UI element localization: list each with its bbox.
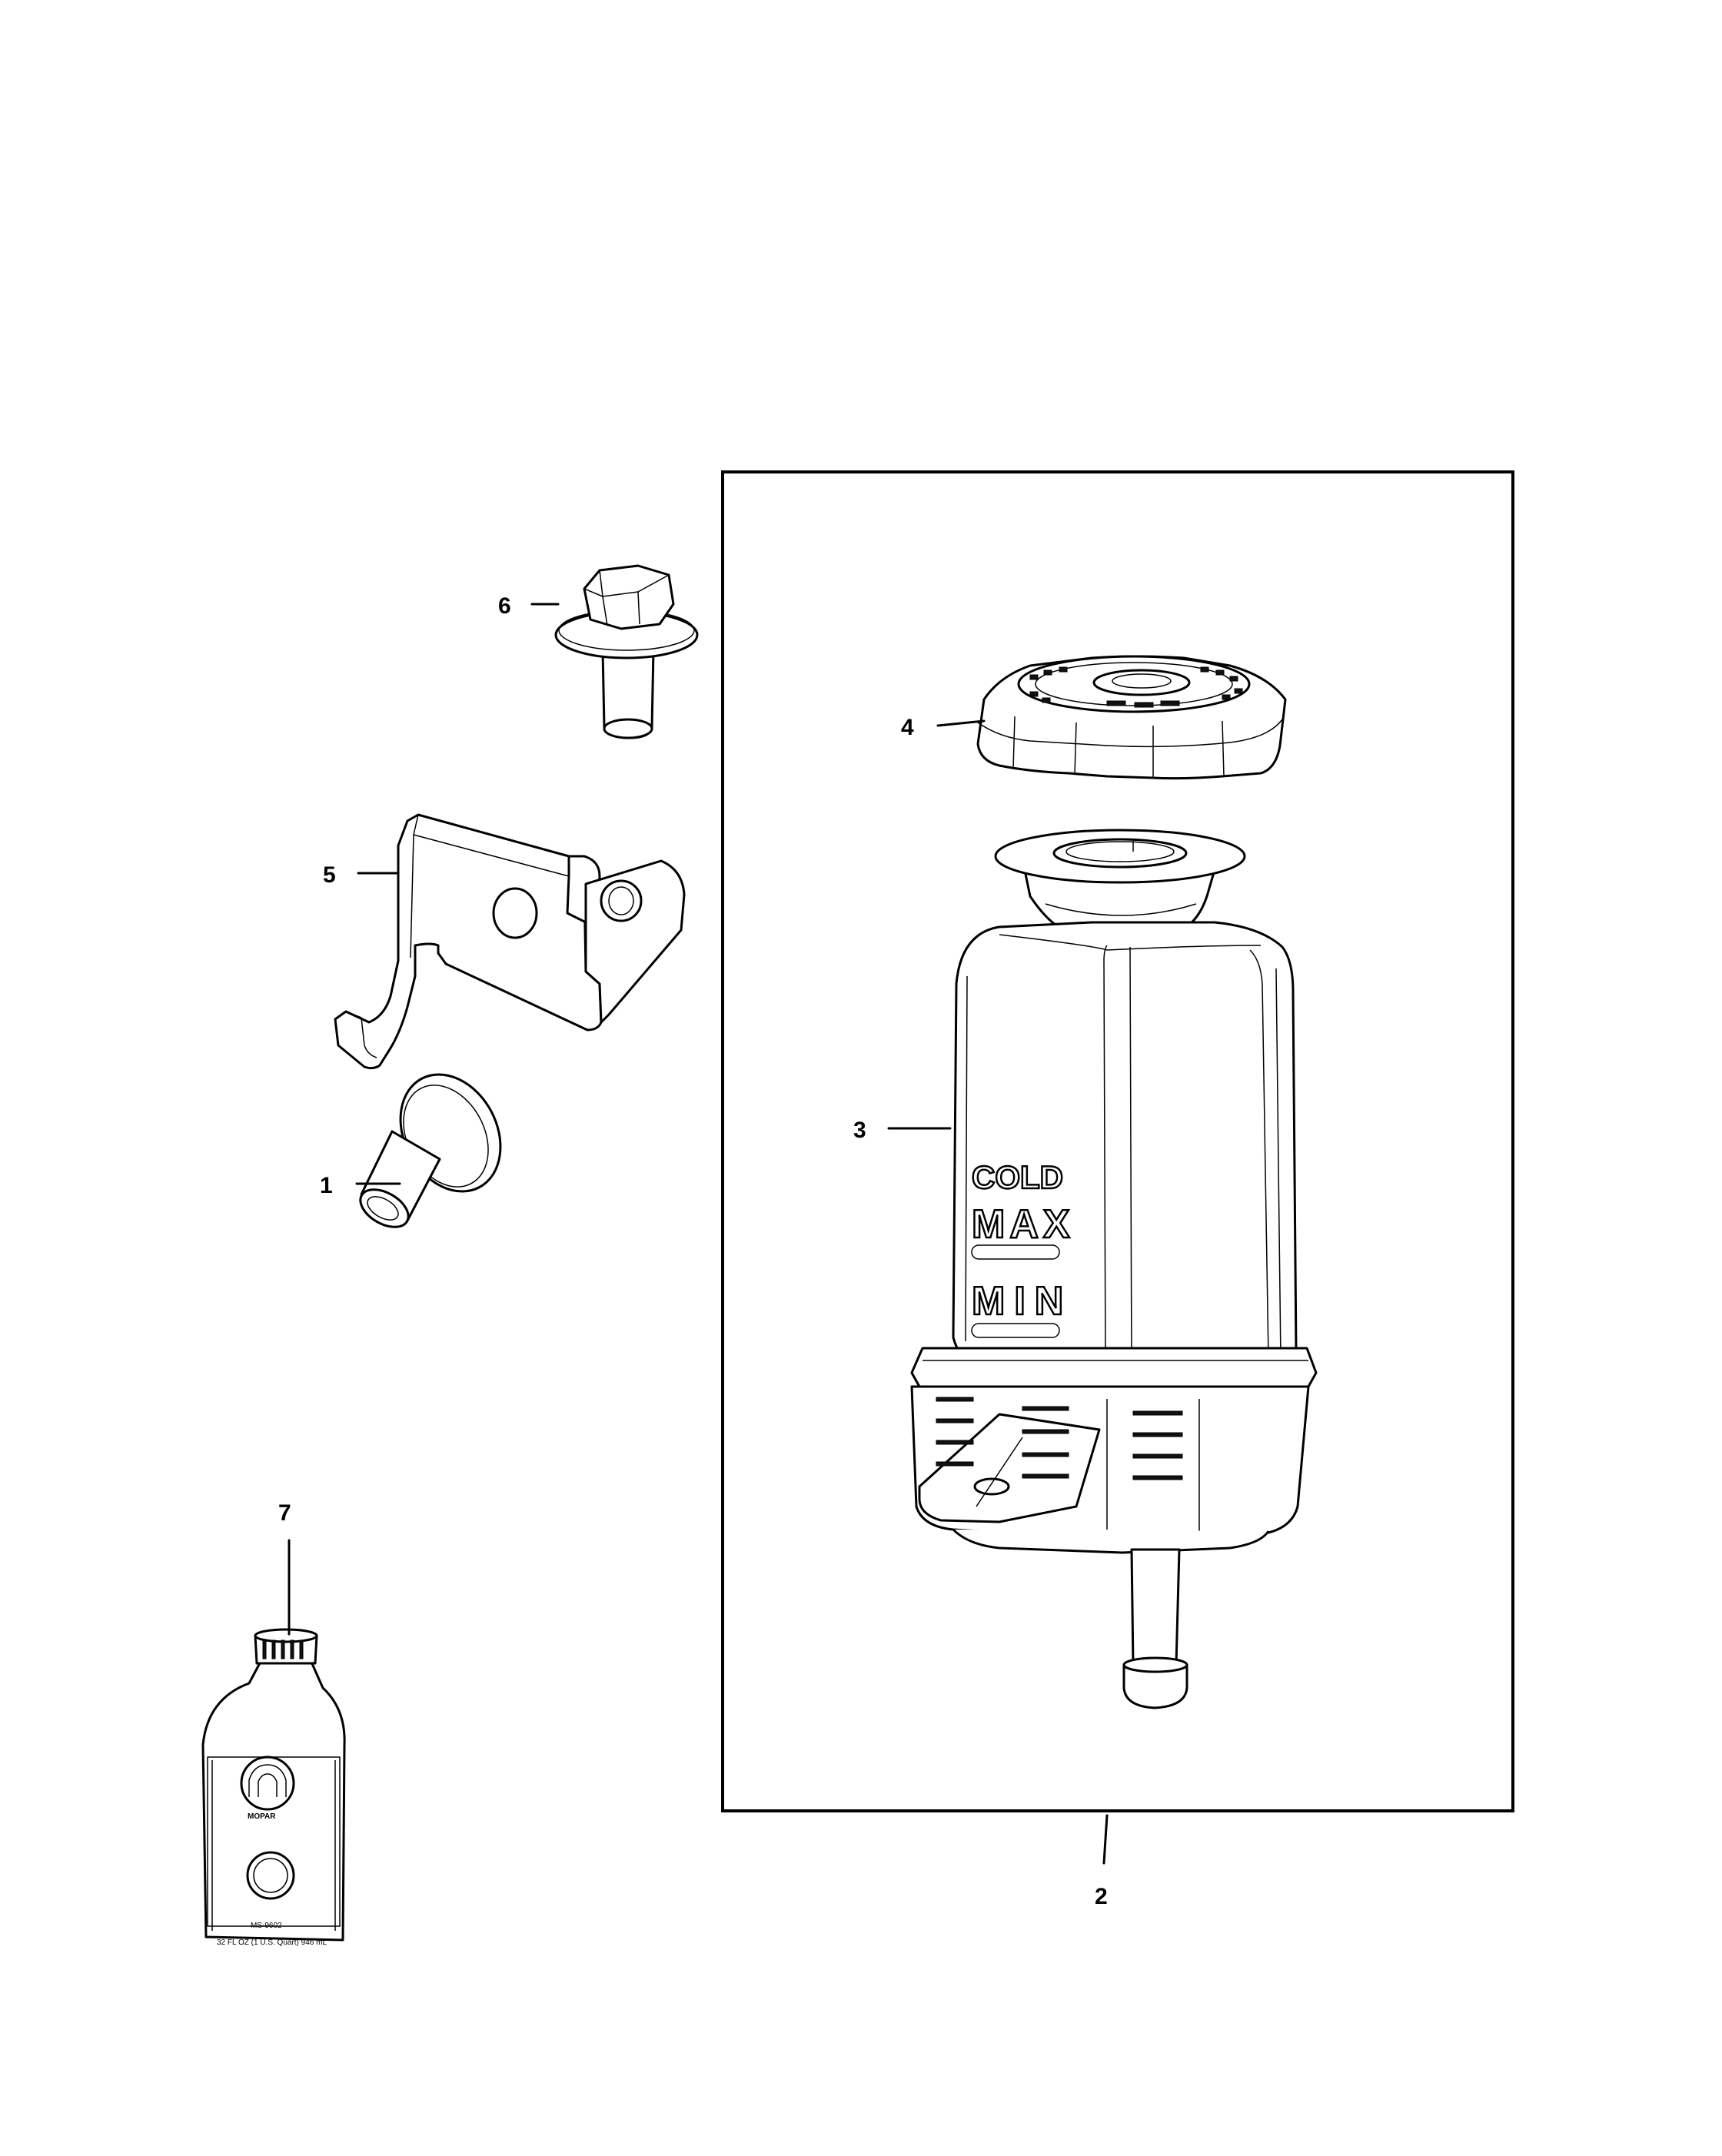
callout-4: 4 — [901, 715, 914, 740]
flange-bolt — [554, 564, 699, 739]
reservoir-body: COLD MAX MIN — [910, 829, 1318, 1709]
callout-5: 5 — [323, 862, 336, 888]
assembly-box — [721, 470, 1514, 1812]
svg-text:MAX: MAX — [972, 1202, 1075, 1247]
svg-text:MS-9602: MS-9602 — [251, 1922, 282, 1930]
callout-3: 3 — [853, 1118, 866, 1143]
leader-line-4 — [936, 719, 986, 727]
callout-7: 7 — [278, 1500, 291, 1526]
callout-1: 1 — [320, 1173, 333, 1198]
callout-2: 2 — [1095, 1884, 1108, 1909]
callout-6: 6 — [498, 593, 511, 619]
svg-text:32 FL OZ (1 U.S. Quart) 946 mL: 32 FL OZ (1 U.S. Quart) 946 mL — [217, 1938, 327, 1947]
mopar-logo: MOPAR — [240, 1756, 295, 1821]
certification-seal — [246, 1851, 295, 1900]
mounting-bracket — [334, 813, 686, 1070]
svg-text:COLD: COLD — [972, 1159, 1063, 1195]
fluid-bottle: MOPAR MS-9602 32 FL OZ (1 U.S. Quart) 94… — [201, 1628, 346, 1947]
reservoir-cap — [976, 655, 1287, 780]
svg-text:MOPAR: MOPAR — [248, 1812, 276, 1821]
svg-text:MIN: MIN — [972, 1279, 1072, 1324]
leader-line-2 — [1102, 1814, 1109, 1865]
push-pin-fastener — [359, 1073, 502, 1228]
